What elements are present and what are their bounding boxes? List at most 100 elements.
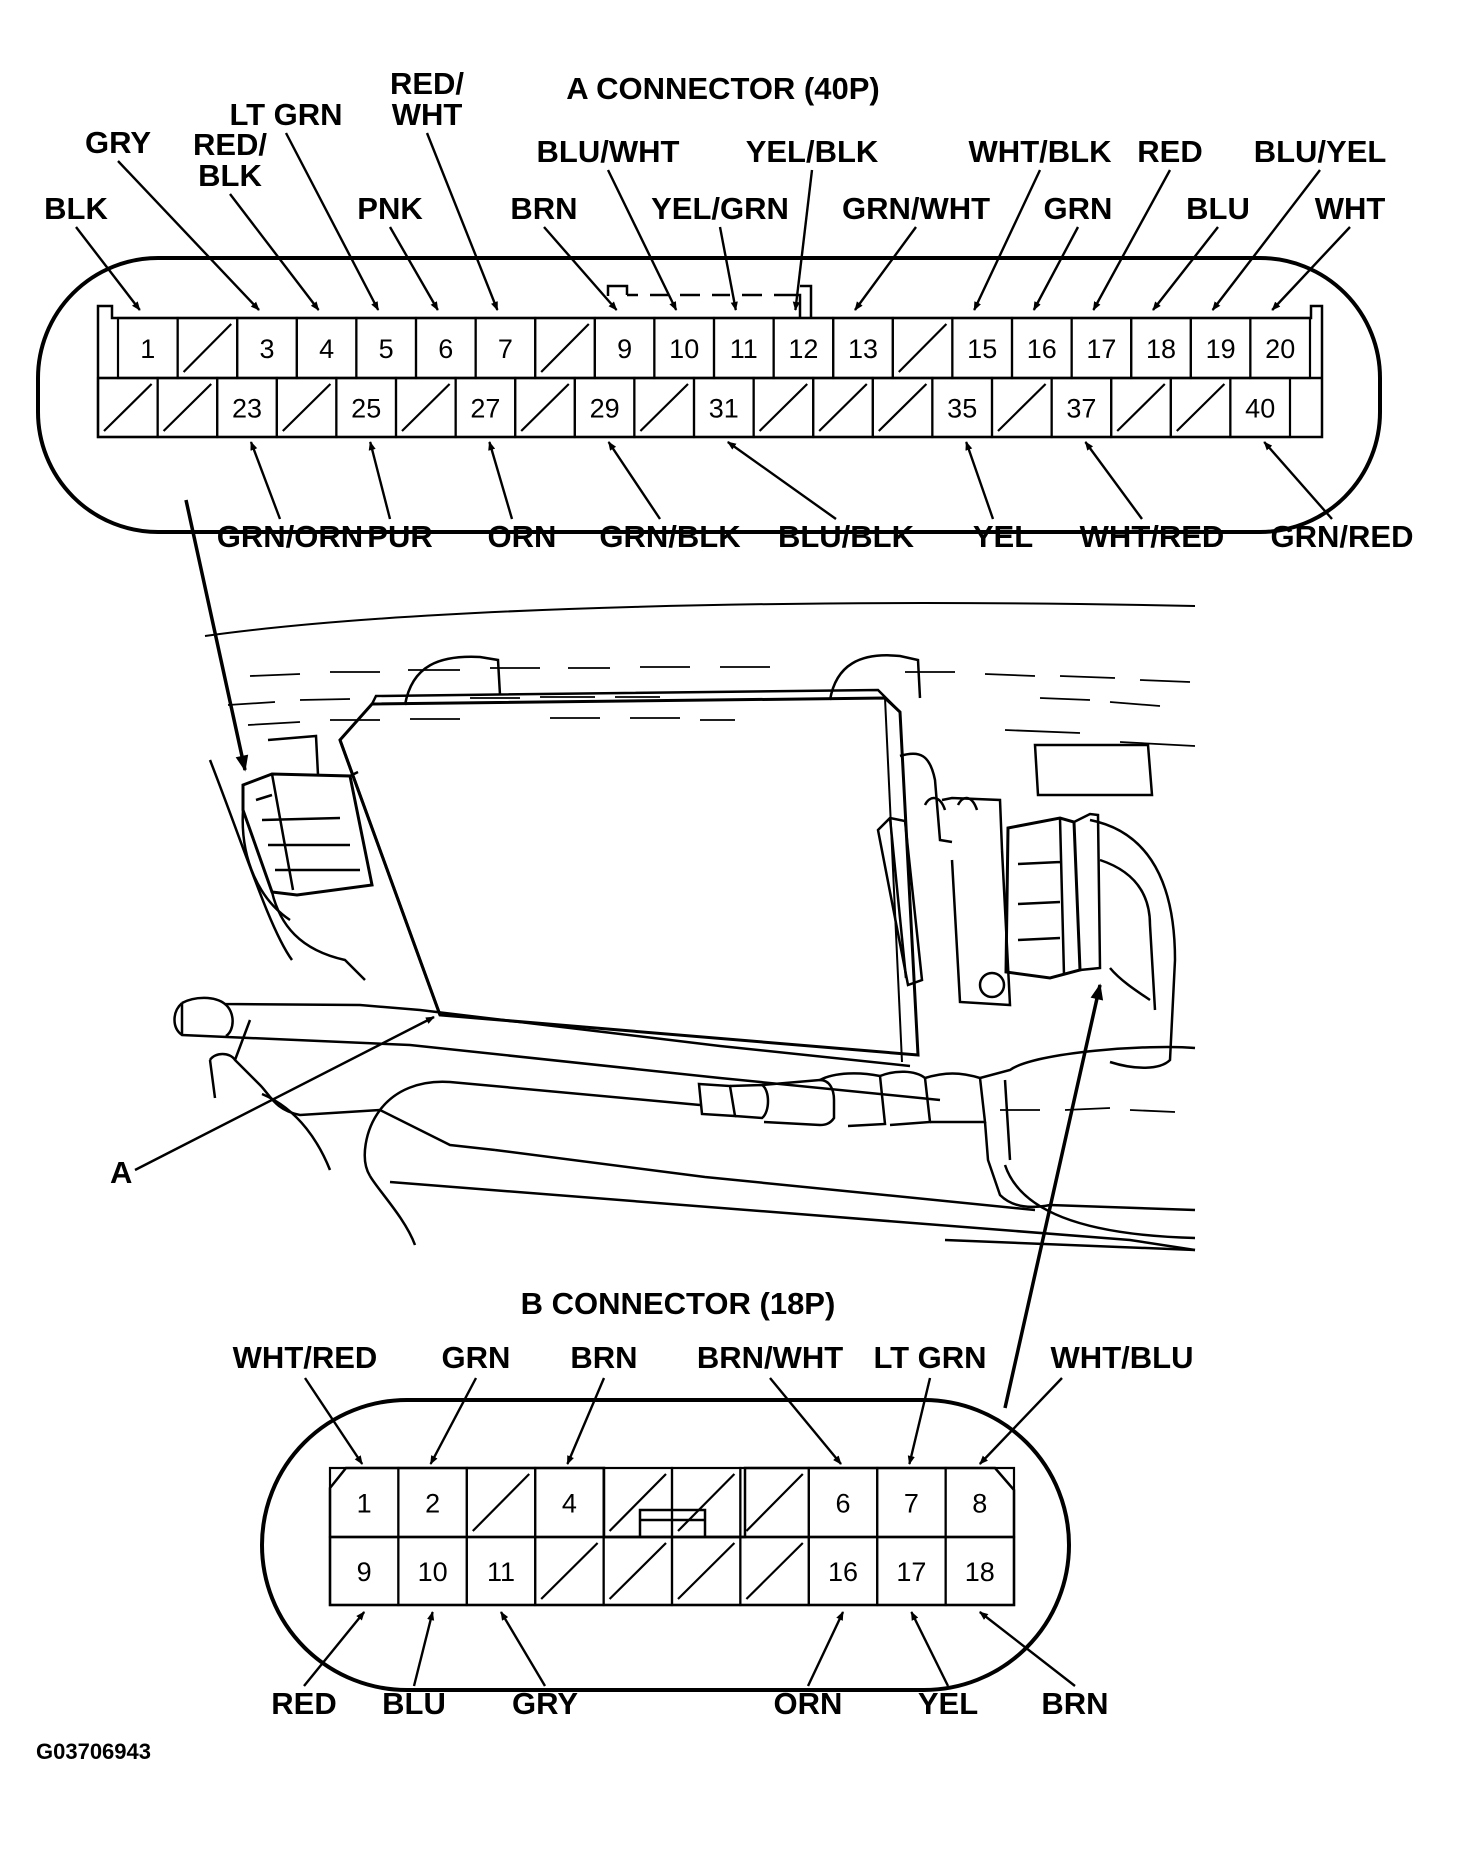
connector-b-pin-arrow [566, 1377, 606, 1465]
connector-a-top-pin-number: 15 [967, 334, 997, 364]
connector-a-bottom-cell [1229, 376, 1292, 439]
connector-a-wire-label: PNK [357, 191, 423, 226]
connector-a-pin-arrow [425, 132, 499, 311]
connector-a-top-blank-slash [540, 323, 590, 373]
connector-a-wire-label: RED/BLK [193, 127, 267, 193]
connector-a-plug [241, 772, 374, 897]
connector-a-wire-label: BLK [44, 191, 108, 226]
connector-a-wire-label: GRY [85, 125, 151, 160]
connector-b-top-pin-number: 7 [904, 1489, 919, 1519]
connector-b-bottom-blank-slash [677, 1542, 736, 1600]
connector-a-bottom-pin-number: 31 [709, 394, 739, 424]
connector-b-wire-label: BRN/WHT [697, 1340, 843, 1375]
connector-a-pin-arrow [249, 441, 282, 520]
connector-b-leader-arrow [1003, 983, 1104, 1409]
connector-a-wire-label: BLU/BLK [778, 519, 915, 554]
connector-b-bottom-pin-number: 9 [357, 1557, 372, 1587]
connector-a-outline [36, 256, 1382, 534]
connector-a-wire-label: BRN [510, 191, 577, 226]
connector-a-pin-arrow [388, 226, 439, 311]
connector-b-pin-arrow [907, 1377, 932, 1465]
connector-a-bottom-blank-slash [878, 383, 928, 432]
connector-a-bottom-pin-number: 25 [351, 394, 381, 424]
connector-a-top-pin-number: 10 [669, 334, 699, 364]
connector-b-wire-label: WHT/BLU [1051, 1340, 1194, 1375]
connector-a-top-pin-number: 11 [730, 334, 758, 364]
connector-b-wire-label: BRN [1041, 1686, 1108, 1721]
connector-a-wire-label: GRN/BLK [599, 519, 741, 554]
connector-b-bottom-blank-slash [608, 1542, 667, 1600]
connector-a-top-pin-number: 19 [1206, 334, 1236, 364]
connector-a-pin-arrow [543, 226, 618, 311]
control-unit [338, 696, 920, 1057]
connector-a-top-pin-number: 16 [1027, 334, 1057, 364]
connector-a-pin-arrow [792, 169, 814, 311]
connector-a-pin-arrow [117, 160, 260, 311]
connector-b-wire-label: BLU [382, 1686, 446, 1721]
connector-a-pin-arrow [606, 169, 678, 311]
connector-a-pin-arrow [854, 226, 917, 311]
connector-a-wire-label: WHT [1315, 191, 1386, 226]
connector-b-title: B CONNECTOR (18P) [521, 1286, 836, 1321]
connector-b-bottom-pin-number: 18 [965, 1557, 995, 1587]
connector-a-bottom-pin-number: 35 [947, 394, 977, 424]
connector-a-pin-arrow [284, 132, 380, 311]
connector-b-wire-label: YEL [918, 1686, 978, 1721]
connector-a-top-pin-number: 20 [1265, 334, 1295, 364]
connector-b-top-pin-number: 4 [562, 1489, 577, 1519]
connector-b-bottom-pin-number: 11 [487, 1557, 515, 1587]
connector-b-top-blank-slash [472, 1473, 530, 1532]
connector-b-pin-arrow [499, 1611, 547, 1687]
connector-b-wire-label: ORN [774, 1686, 843, 1721]
connector-b-pin-arrow [806, 1611, 845, 1687]
connector-a-top-blank-slash [898, 323, 948, 373]
connector-a-wire-label: GRN/WHT [842, 191, 990, 226]
connector-a-top-pin-number: 12 [788, 334, 818, 364]
connector-b-top-blank-slash [608, 1473, 667, 1532]
dashboard-illustration [173, 602, 1196, 1252]
connector-a-bottom-blank-slash [1116, 383, 1166, 432]
connector-a-top-pin-number: 17 [1086, 334, 1116, 364]
connector-a-top-pin-number: 6 [438, 334, 453, 364]
connector-a-bottom-pin-number: 29 [590, 394, 620, 424]
connector-a-wire-label: WHT/BLK [969, 134, 1113, 169]
connector-a-pin-arrow [1032, 226, 1080, 311]
connector-a-top-pin-number: 13 [848, 334, 878, 364]
connector-b-wire-label: BRN [570, 1340, 637, 1375]
connector-b-pin-arrow [769, 1377, 842, 1465]
connector-a-leader-arrow [184, 499, 249, 772]
connector-a-wire-label: YEL/BLK [746, 134, 879, 169]
connector-a-bottom-blank-slash [1176, 383, 1226, 432]
connector-b-pin-arrow [910, 1611, 950, 1687]
connector-a-pin-arrow [1152, 226, 1219, 311]
connector-b-top-pin-number: 1 [357, 1489, 372, 1519]
connector-b-pin-arrow [303, 1611, 366, 1687]
connector-a-top-pin-number: 7 [498, 334, 513, 364]
connector-b-bottom-blank-slash [745, 1542, 804, 1600]
connector-a-wire-label: GRN/RED [1271, 519, 1414, 554]
connector-a-wire-label: BLU/YEL [1254, 134, 1387, 169]
connector-a-top-pin-number: 9 [617, 334, 632, 364]
connector-b-pin-arrow [412, 1611, 435, 1687]
connector-b-bottom-blank-slash [540, 1542, 599, 1600]
connector-a-wire-label: GRN [1044, 191, 1113, 226]
connector-a-wire-label: ORN [488, 519, 557, 554]
connector-b-pin-arrow [978, 1377, 1063, 1465]
connector-b-wire-label: RED [271, 1686, 336, 1721]
connector-b-top-pin-number: 6 [835, 1489, 850, 1519]
connector-a-key [606, 284, 813, 318]
connector-a-pin-arrow [965, 441, 995, 520]
connector-b-wire-label: WHT/RED [233, 1340, 378, 1375]
connector-a-bottom-blank-slash [639, 383, 689, 432]
connector-a-bottom-pin-number: 37 [1066, 394, 1096, 424]
connector-a-bottom-blank-slash [162, 383, 212, 432]
connector-a-pin-arrow [727, 441, 837, 520]
connector-b-top-blank-slash [745, 1473, 804, 1532]
connector-b-bottom-cell [944, 1535, 1016, 1607]
connector-a-wire-label: BLU/WHT [537, 134, 680, 169]
connector-a-pin-arrow [368, 441, 392, 520]
